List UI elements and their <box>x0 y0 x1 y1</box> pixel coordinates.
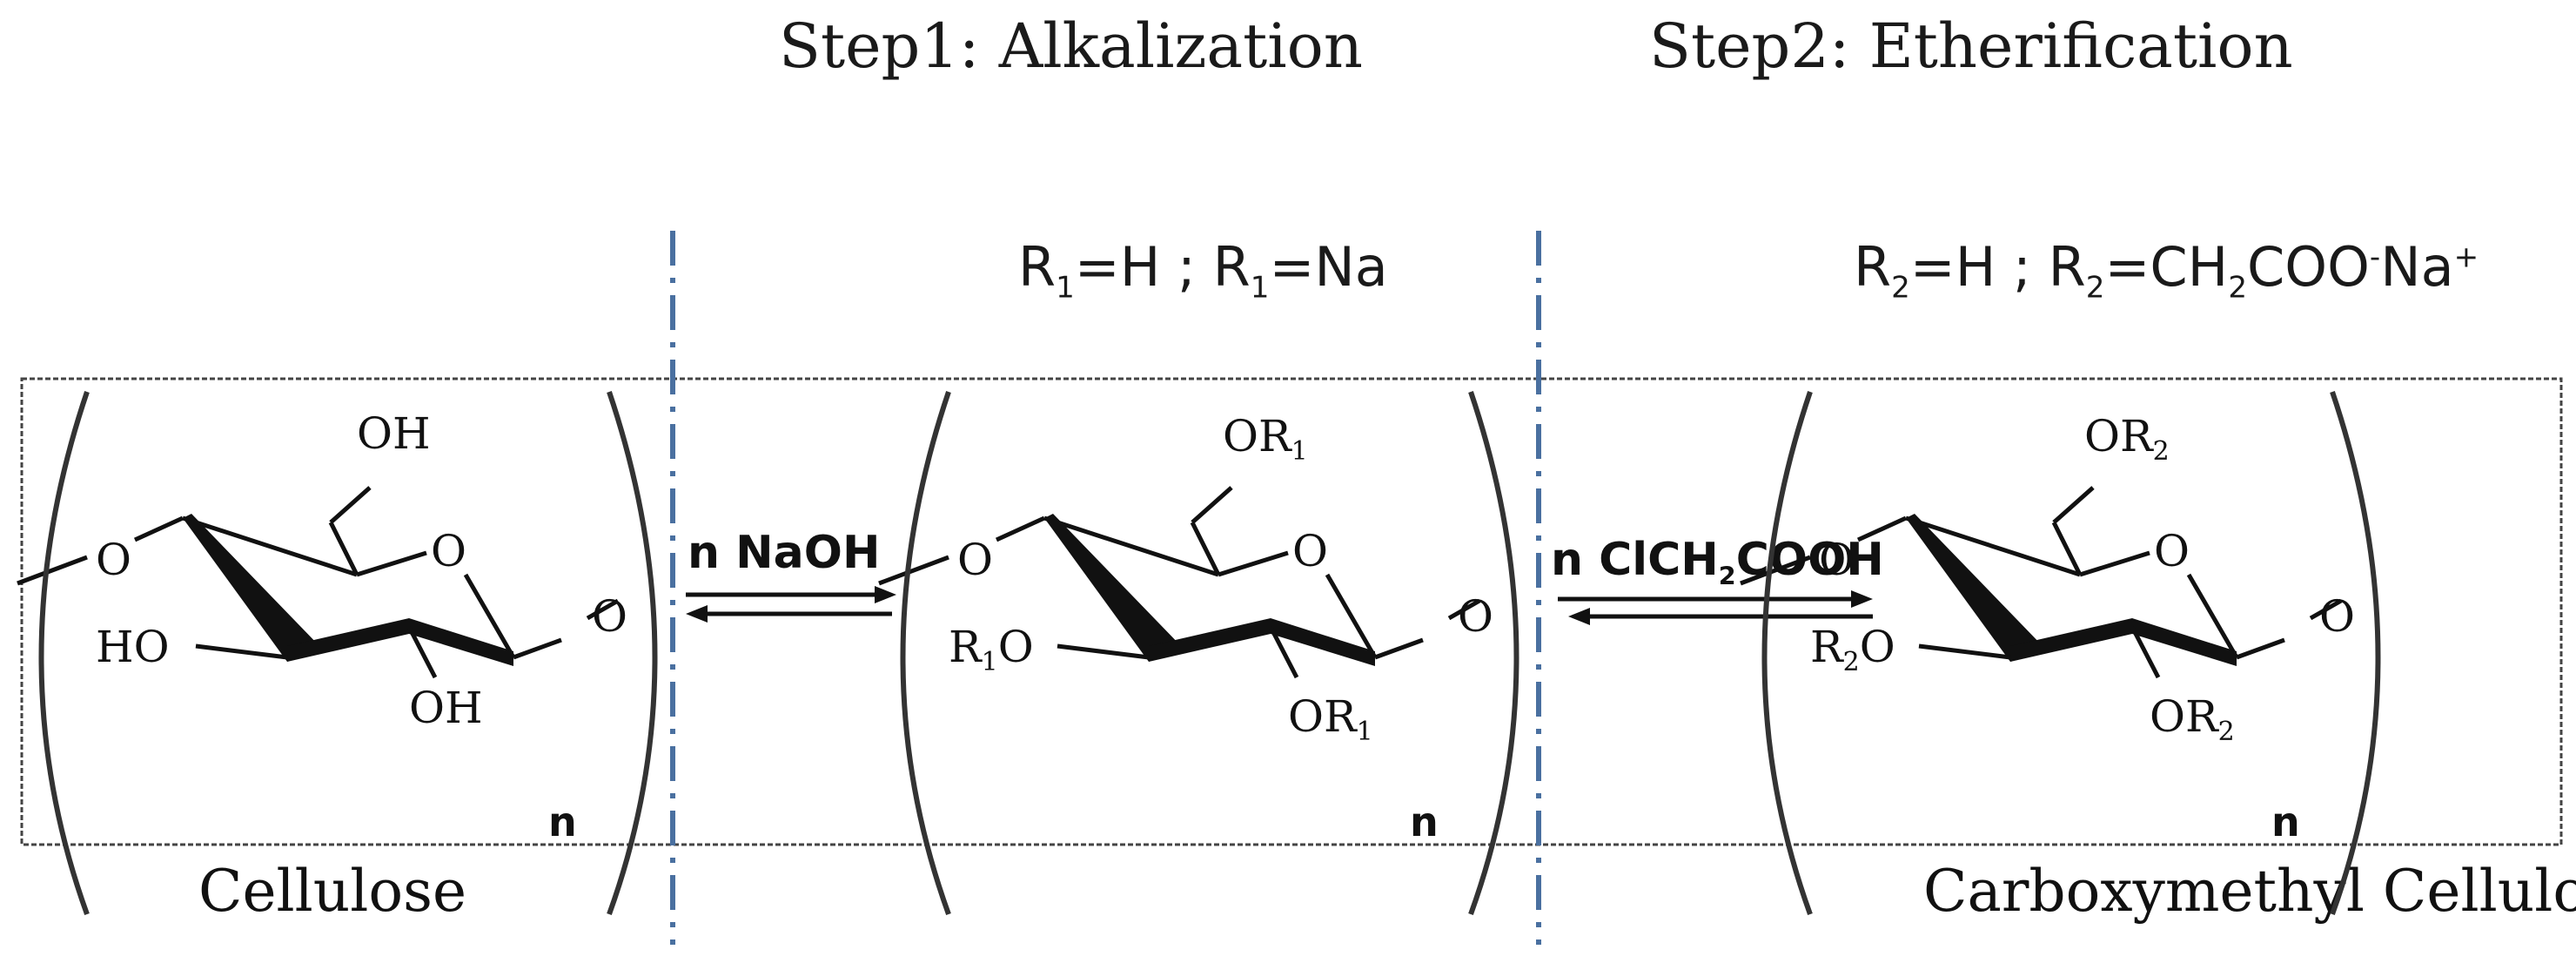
atom-or2-top: OR2 <box>2084 411 2170 467</box>
equilibrium-arrow-2 <box>1558 590 1873 625</box>
r1-definition: R1=H ; R1=Na <box>1018 235 1388 306</box>
caption-cellulose: Cellulose <box>198 858 467 925</box>
atom-oh-top: OH <box>357 408 431 459</box>
atom-o-glycosidic-left: O <box>957 535 993 585</box>
repeat-index-n: n <box>548 798 577 845</box>
step1-title: Step1: Alkalization <box>779 10 1363 82</box>
atom-o-glycosidic-right: O <box>592 591 627 642</box>
atom-o-glycosidic-left: O <box>96 535 131 585</box>
molecule-alkali-cellulose: O O OR1 R1O OR1 O n <box>879 392 1517 914</box>
repeat-index-n: n <box>2271 798 2300 845</box>
atom-oh-bottom: OH <box>409 683 483 733</box>
scheme-frame <box>20 377 2563 846</box>
atom-ho-left: HO <box>96 622 170 672</box>
atom-o-glycosidic-right: O <box>1458 591 1493 642</box>
step2-title: Step2: Etherification <box>1649 10 2293 82</box>
caption-carboxymethyl-cellulose: Carboxymethyl Cellulose <box>1923 858 2576 925</box>
atom-o-ring: O <box>431 526 466 576</box>
equilibrium-arrow-1 <box>686 586 896 623</box>
atom-o-glycosidic-right: O <box>2319 591 2355 642</box>
atom-or1-bottom: OR1 <box>1288 691 1373 747</box>
molecule-cellulose: O O OH HO OH O n <box>17 392 655 914</box>
reagent-chloroacetic-acid: n ClCH2COOH <box>1551 534 1884 591</box>
reagent-naoh: n NaOH <box>688 527 881 579</box>
molecule-carboxymethyl-cellulose: O O OR2 R2O OR2 O n <box>1741 392 2378 914</box>
atom-r1o-left: R1O <box>949 622 1034 677</box>
r2-definition: R2=H ; R2=CH2COO-Na+ <box>1854 235 2479 306</box>
atom-or2-bottom: OR2 <box>2150 691 2235 747</box>
atom-r2o-left: R2O <box>1810 622 1895 677</box>
atom-or1-top: OR1 <box>1223 411 1308 467</box>
atom-o-ring: O <box>2154 526 2190 576</box>
repeat-index-n: n <box>1410 798 1439 845</box>
atom-o-ring: O <box>1292 526 1328 576</box>
atom-o-glycosidic-left: O <box>1819 535 1855 585</box>
